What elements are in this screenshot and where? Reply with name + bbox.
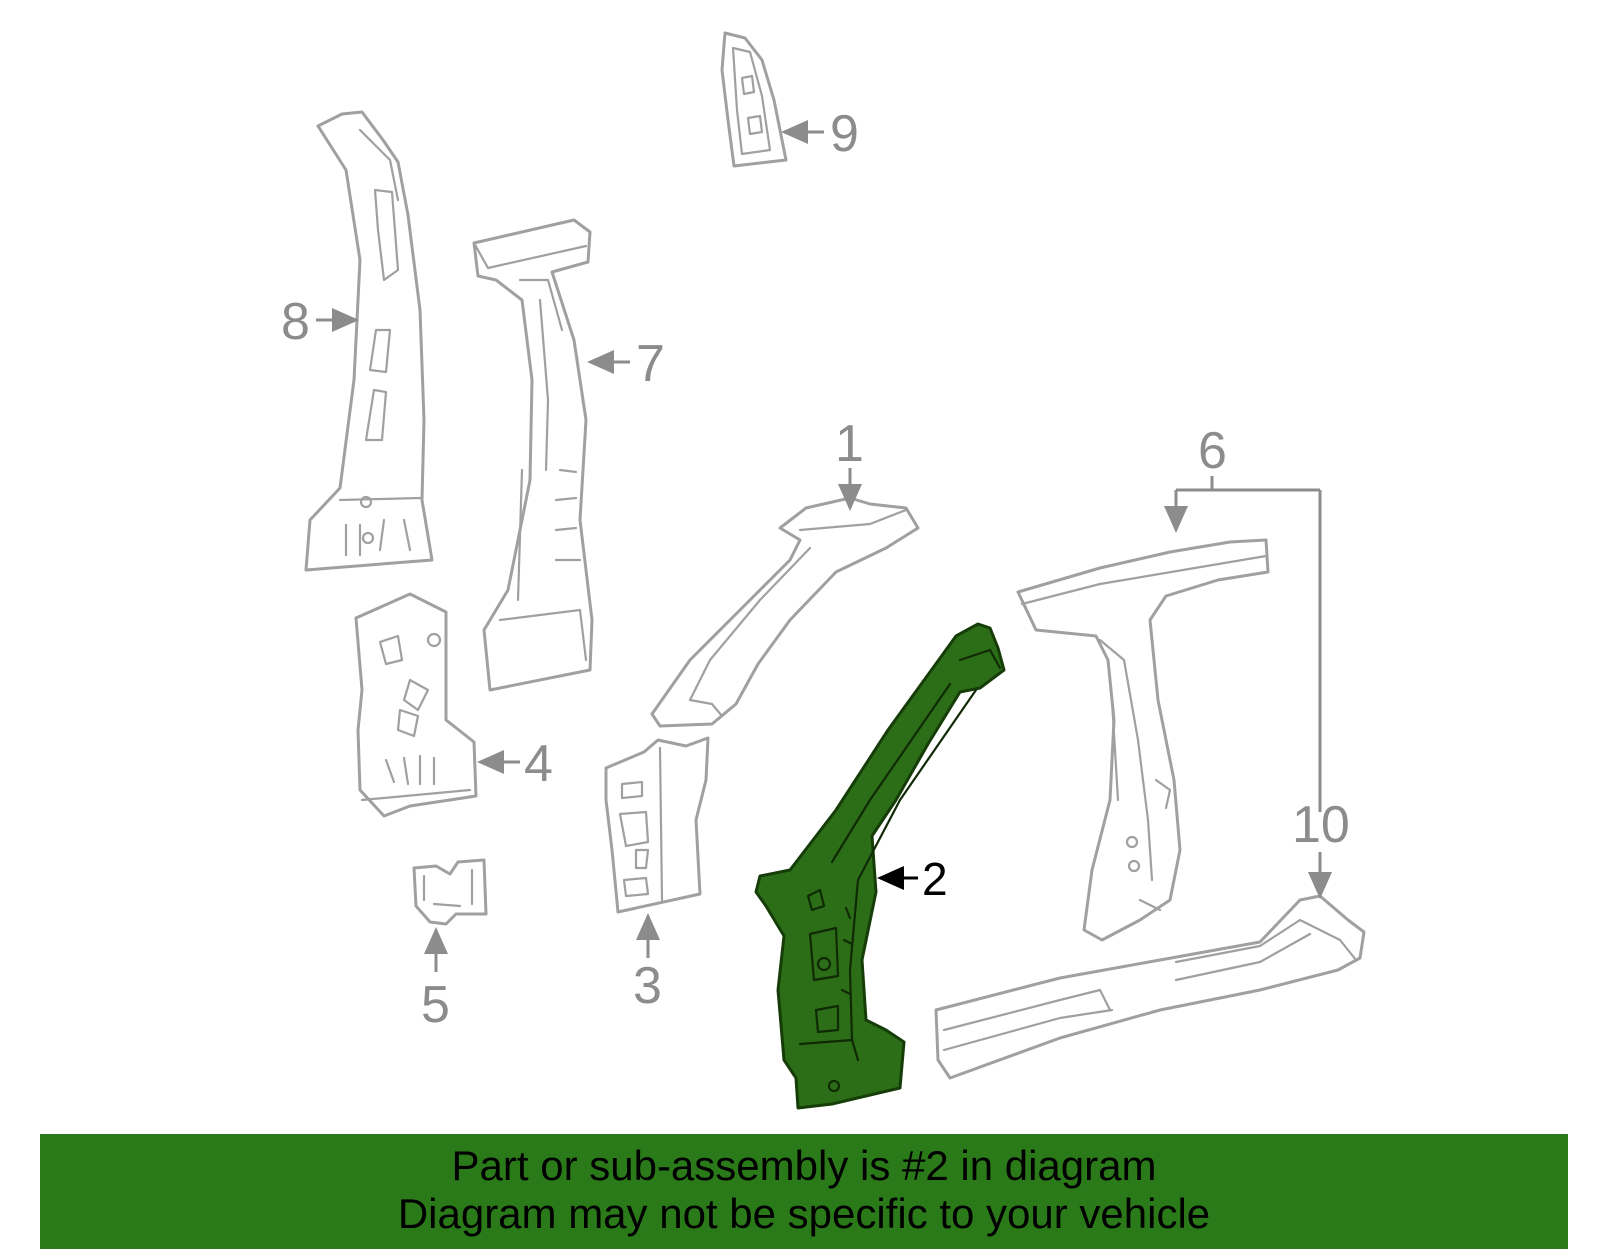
- part-5: [412, 858, 488, 926]
- part-2-highlighted: [754, 622, 1006, 1110]
- callout-2-label: 2: [922, 853, 948, 905]
- part-6: [1016, 538, 1270, 942]
- callout-3: 3: [633, 913, 662, 1015]
- callout-5: 5: [421, 927, 450, 1034]
- info-banner: Part or sub-assembly is #2 in diagram Di…: [40, 1134, 1568, 1249]
- callout-6: 6: [1164, 422, 1322, 812]
- callout-10: 10: [1292, 796, 1350, 899]
- callout-1-label: 1: [835, 415, 864, 473]
- callout-7: 7: [587, 335, 665, 393]
- part-9: [720, 31, 788, 168]
- callout-2: 2: [877, 853, 948, 905]
- callout-10-label: 10: [1292, 796, 1350, 854]
- part-1: [650, 496, 920, 728]
- part-8: [304, 110, 434, 572]
- part-3: [604, 736, 710, 914]
- callout-8: 8: [281, 293, 359, 351]
- banner-line-1: Part or sub-assembly is #2 in diagram: [451, 1142, 1157, 1189]
- callout-9: 9: [781, 105, 859, 163]
- part-10: [934, 894, 1366, 1080]
- callout-9-label: 9: [830, 105, 859, 163]
- callout-8-label: 8: [281, 293, 310, 351]
- callout-6-label: 6: [1198, 422, 1227, 480]
- callout-5-label: 5: [421, 976, 450, 1034]
- callout-7-label: 7: [636, 335, 665, 393]
- part-4: [354, 592, 478, 818]
- callout-4-label: 4: [524, 735, 553, 793]
- banner-line-2: Diagram may not be specific to your vehi…: [397, 1190, 1211, 1237]
- callout-4: 4: [477, 735, 553, 793]
- part-7: [472, 218, 594, 692]
- callout-3-label: 3: [633, 957, 662, 1015]
- callout-1: 1: [835, 415, 864, 511]
